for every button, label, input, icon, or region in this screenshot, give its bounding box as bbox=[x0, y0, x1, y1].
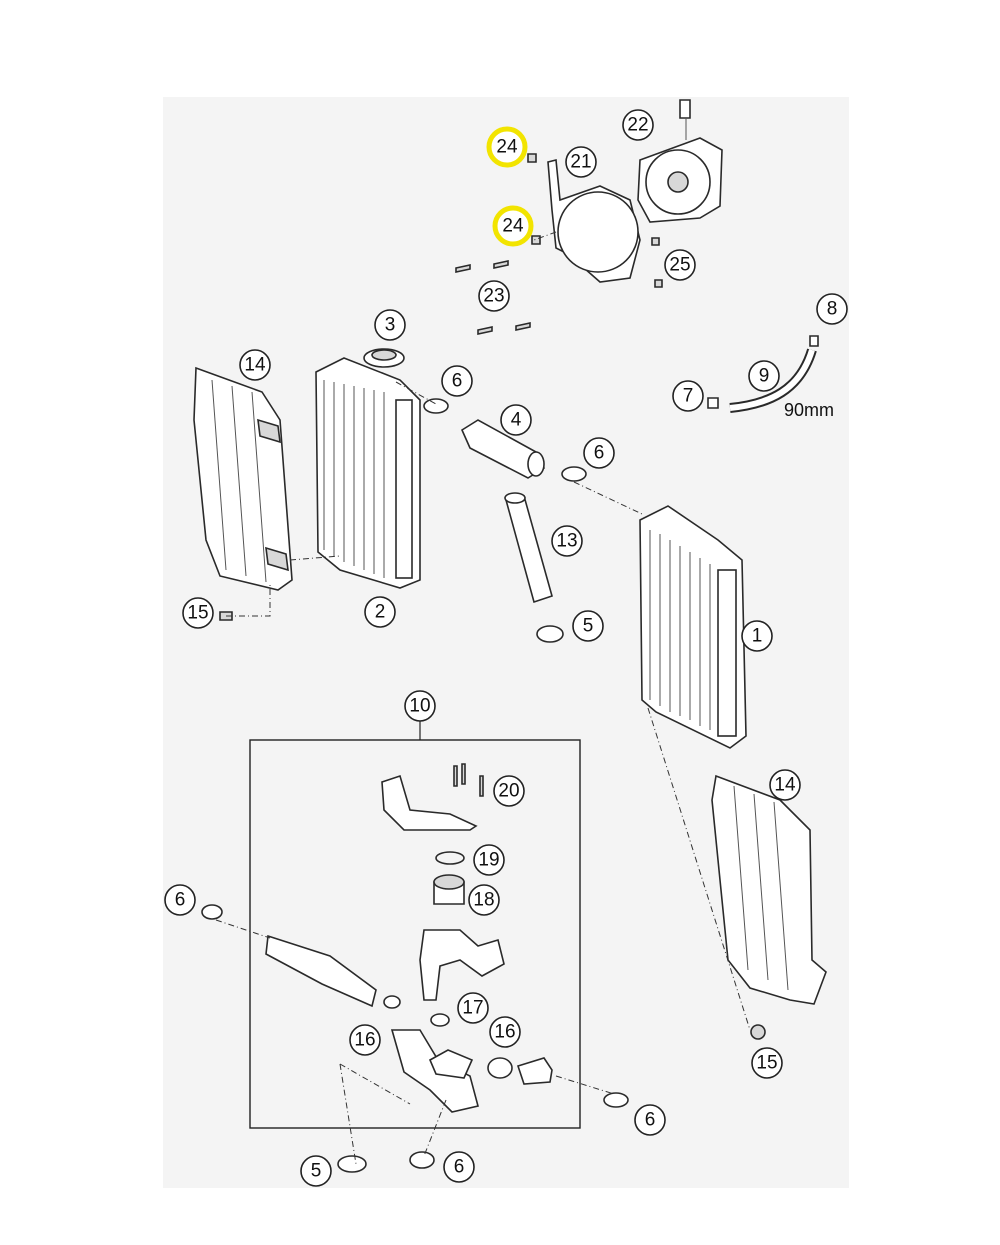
callout-24a-highlighted: 24 bbox=[486, 126, 528, 168]
callout-6d: 6 bbox=[634, 1104, 666, 1136]
right-radiator-guard bbox=[711, 774, 827, 1005]
callout-6a: 6 bbox=[441, 365, 473, 397]
callout-14a: 14 bbox=[239, 349, 271, 381]
callout-23: 23 bbox=[478, 280, 510, 312]
svg-text:6: 6 bbox=[454, 1157, 465, 1178]
y-piece-hose bbox=[390, 1029, 479, 1113]
coolant-pipe bbox=[504, 492, 553, 604]
svg-text:24: 24 bbox=[502, 216, 524, 237]
lower-radiator-hose bbox=[265, 934, 377, 1008]
callout-4: 4 bbox=[500, 404, 532, 436]
callout-17: 17 bbox=[457, 992, 489, 1024]
callout-14b: 14 bbox=[769, 769, 801, 801]
mounting-bolts bbox=[219, 611, 766, 1040]
svg-text:6: 6 bbox=[594, 443, 605, 464]
callout-8: 8 bbox=[816, 293, 848, 325]
callout-22: 22 bbox=[622, 109, 654, 141]
overflow-hose bbox=[707, 335, 819, 413]
fan-bracket bbox=[547, 158, 641, 283]
hose-length-label: 90mm bbox=[784, 400, 834, 420]
callout-9: 9 bbox=[748, 360, 780, 392]
hose-clamps bbox=[201, 398, 629, 1173]
radiator-hose bbox=[460, 419, 546, 479]
svg-text:17: 17 bbox=[462, 998, 483, 1019]
callout-3: 3 bbox=[374, 309, 406, 341]
callout-1: 1 bbox=[741, 620, 773, 652]
callout-15a: 15 bbox=[182, 597, 214, 629]
callout-16b: 16 bbox=[489, 1016, 521, 1048]
svg-text:15: 15 bbox=[756, 1053, 777, 1074]
svg-text:14: 14 bbox=[244, 355, 266, 376]
callout-19: 19 bbox=[473, 844, 505, 876]
svg-text:22: 22 bbox=[627, 115, 648, 136]
svg-text:6: 6 bbox=[452, 371, 463, 392]
callout-20: 20 bbox=[493, 775, 525, 807]
svg-text:18: 18 bbox=[473, 890, 494, 911]
callout-6b: 6 bbox=[583, 437, 615, 469]
callout-5a: 5 bbox=[572, 610, 604, 642]
callout-13: 13 bbox=[551, 525, 583, 557]
short-hose bbox=[516, 1057, 553, 1085]
thermostat bbox=[433, 874, 465, 905]
svg-text:1: 1 bbox=[752, 626, 763, 647]
callout-15b: 15 bbox=[751, 1047, 783, 1079]
svg-text:13: 13 bbox=[556, 531, 577, 552]
svg-text:2: 2 bbox=[375, 602, 386, 623]
svg-text:10: 10 bbox=[409, 696, 430, 717]
leader-lines bbox=[215, 231, 751, 1165]
fan-screws bbox=[455, 153, 663, 335]
callout-2: 2 bbox=[364, 596, 396, 628]
svg-text:9: 9 bbox=[759, 366, 770, 387]
left-radiator-guard bbox=[193, 366, 293, 591]
callout-6c: 6 bbox=[164, 884, 196, 916]
callout-7: 7 bbox=[672, 380, 704, 412]
thermostat-lower-hose bbox=[419, 929, 505, 1001]
o-ring bbox=[435, 851, 465, 865]
svg-text:8: 8 bbox=[827, 299, 838, 320]
callout-10: 10 bbox=[404, 690, 436, 722]
left-radiator bbox=[315, 357, 421, 589]
svg-text:16: 16 bbox=[354, 1030, 375, 1051]
svg-text:5: 5 bbox=[583, 616, 594, 637]
svg-text:5: 5 bbox=[311, 1161, 322, 1182]
svg-text:25: 25 bbox=[669, 255, 690, 276]
svg-text:6: 6 bbox=[645, 1110, 656, 1131]
callout-21: 21 bbox=[565, 146, 597, 178]
svg-text:19: 19 bbox=[478, 850, 499, 871]
svg-text:3: 3 bbox=[385, 315, 396, 336]
thermostat-housing bbox=[381, 763, 484, 831]
svg-text:14: 14 bbox=[774, 775, 796, 796]
svg-text:21: 21 bbox=[570, 152, 591, 173]
svg-text:6: 6 bbox=[175, 890, 186, 911]
svg-text:20: 20 bbox=[498, 781, 519, 802]
callout-18: 18 bbox=[468, 884, 500, 916]
thermostat-kit-box bbox=[249, 739, 581, 1129]
svg-text:7: 7 bbox=[683, 386, 694, 407]
svg-text:16: 16 bbox=[494, 1022, 515, 1043]
callout-24b-highlighted: 24 bbox=[492, 205, 534, 247]
cooling-fan bbox=[637, 99, 723, 223]
callout-25: 25 bbox=[664, 249, 696, 281]
svg-text:4: 4 bbox=[511, 410, 522, 431]
svg-text:15: 15 bbox=[187, 603, 208, 624]
svg-text:23: 23 bbox=[483, 286, 504, 307]
right-radiator bbox=[639, 505, 747, 749]
callout-6e: 6 bbox=[443, 1151, 475, 1183]
radiator-cap bbox=[363, 348, 405, 368]
callout-16a: 16 bbox=[349, 1024, 381, 1056]
svg-text:24: 24 bbox=[496, 137, 518, 158]
callout-5b: 5 bbox=[300, 1155, 332, 1187]
